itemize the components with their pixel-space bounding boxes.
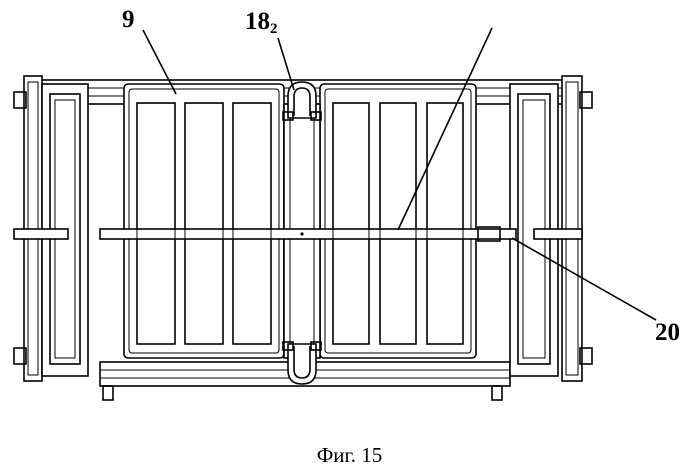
- label-20: 20: [655, 319, 680, 346]
- horizontal-shaft: [14, 227, 582, 241]
- label-9: 9: [122, 6, 135, 33]
- left-panel: [124, 84, 284, 358]
- figure-caption: Фиг. 15: [0, 443, 699, 468]
- label-18-2: 182: [245, 8, 278, 37]
- label-18-subscript: 2: [270, 21, 278, 37]
- right-panel: [320, 84, 476, 358]
- bottom-hinge-clip: [283, 342, 321, 384]
- label-18: 18: [245, 8, 270, 35]
